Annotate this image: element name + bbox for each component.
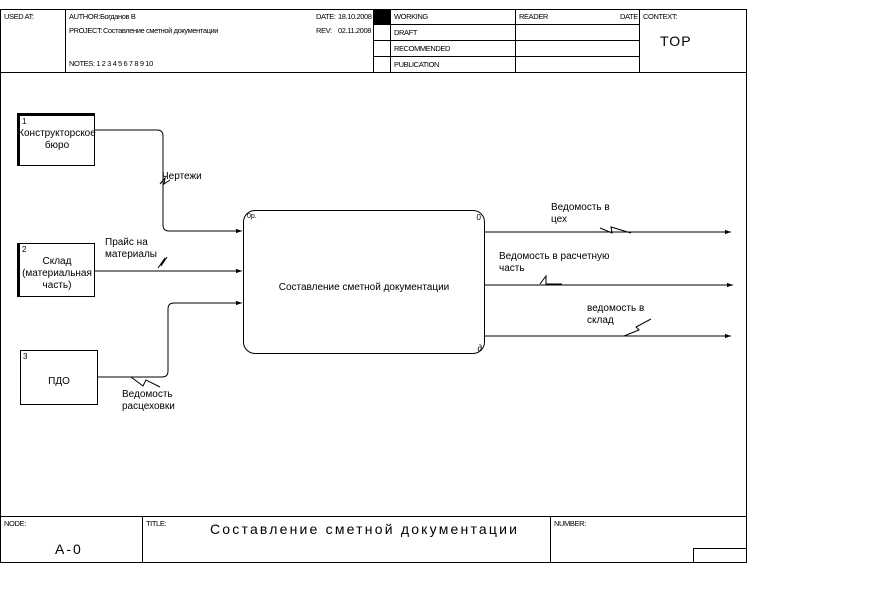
working-status-marker [374, 10, 390, 24]
box-label: ПДО [48, 376, 70, 387]
rev-label: REV: [316, 26, 332, 35]
mechanism-box-warehouse[interactable]: 2 Склад (материальная часть) [17, 243, 95, 297]
footer-title: Составление сметной документации [210, 521, 520, 537]
rev-value: 02.11.2008 [338, 26, 371, 35]
project-label: PROJECT: [69, 26, 103, 35]
context-value: TOP [660, 33, 692, 49]
box-label: Склад (материальная часть) [22, 256, 92, 291]
label-out-workshop: Ведомость в цех [551, 202, 610, 225]
date-value: 18.10.2008 [338, 12, 372, 21]
status-working: WORKING [394, 12, 428, 21]
author-value: Богданов В [100, 12, 136, 21]
status-draft: DRAFT [394, 28, 417, 37]
mechanism-box-pdo[interactable]: 3 ПДО [20, 350, 98, 405]
status-publication: PUBLICATION [394, 60, 440, 69]
label-out-warehouse: ведомость в склад [587, 303, 645, 326]
activity-tag: 0р. [247, 213, 257, 220]
reader-label: READER [519, 12, 548, 21]
box-label: Конструкторское бюро [18, 128, 96, 151]
status-recommended: RECOMMENDED [394, 44, 451, 53]
number-label: NUMBER: [554, 519, 586, 528]
date-label: DATE: [316, 12, 336, 21]
mechanism-box-design-bureau[interactable]: 1 Конструкторское бюро [17, 113, 96, 166]
author-label: AUTHOR: [69, 12, 100, 21]
label-workshop-list: Ведомость расцеховки [122, 389, 175, 412]
node-value: A-0 [55, 541, 83, 557]
arrow-workshop-list [98, 300, 242, 378]
box-number: 1 [22, 117, 27, 126]
label-drawings: Чертежи [162, 171, 202, 182]
label-price: Прайс на материалы [105, 237, 157, 260]
title-label: TITLE: [146, 519, 167, 528]
box-number: 2 [22, 245, 27, 254]
used-at-label: USED AT: [4, 12, 34, 21]
node-label: NODE: [4, 519, 26, 528]
project-value: Составление сметной документации [103, 26, 219, 35]
activity-number: 0 [476, 213, 481, 222]
activity-reference-mark: ∂ [477, 343, 482, 353]
activity-box[interactable]: 0р. 0 Составление сметной документации ∂ [243, 210, 485, 354]
reader-date-label: DATE [620, 12, 638, 21]
box-number: 3 [23, 352, 28, 361]
label-out-calc: Ведомость в расчетную часть [499, 251, 610, 274]
context-label: CONTEXT: [643, 12, 677, 21]
activity-label: Составление сметной документации [278, 282, 450, 293]
notes: NOTES: 1 2 3 4 5 6 7 8 9 10 [69, 59, 153, 68]
